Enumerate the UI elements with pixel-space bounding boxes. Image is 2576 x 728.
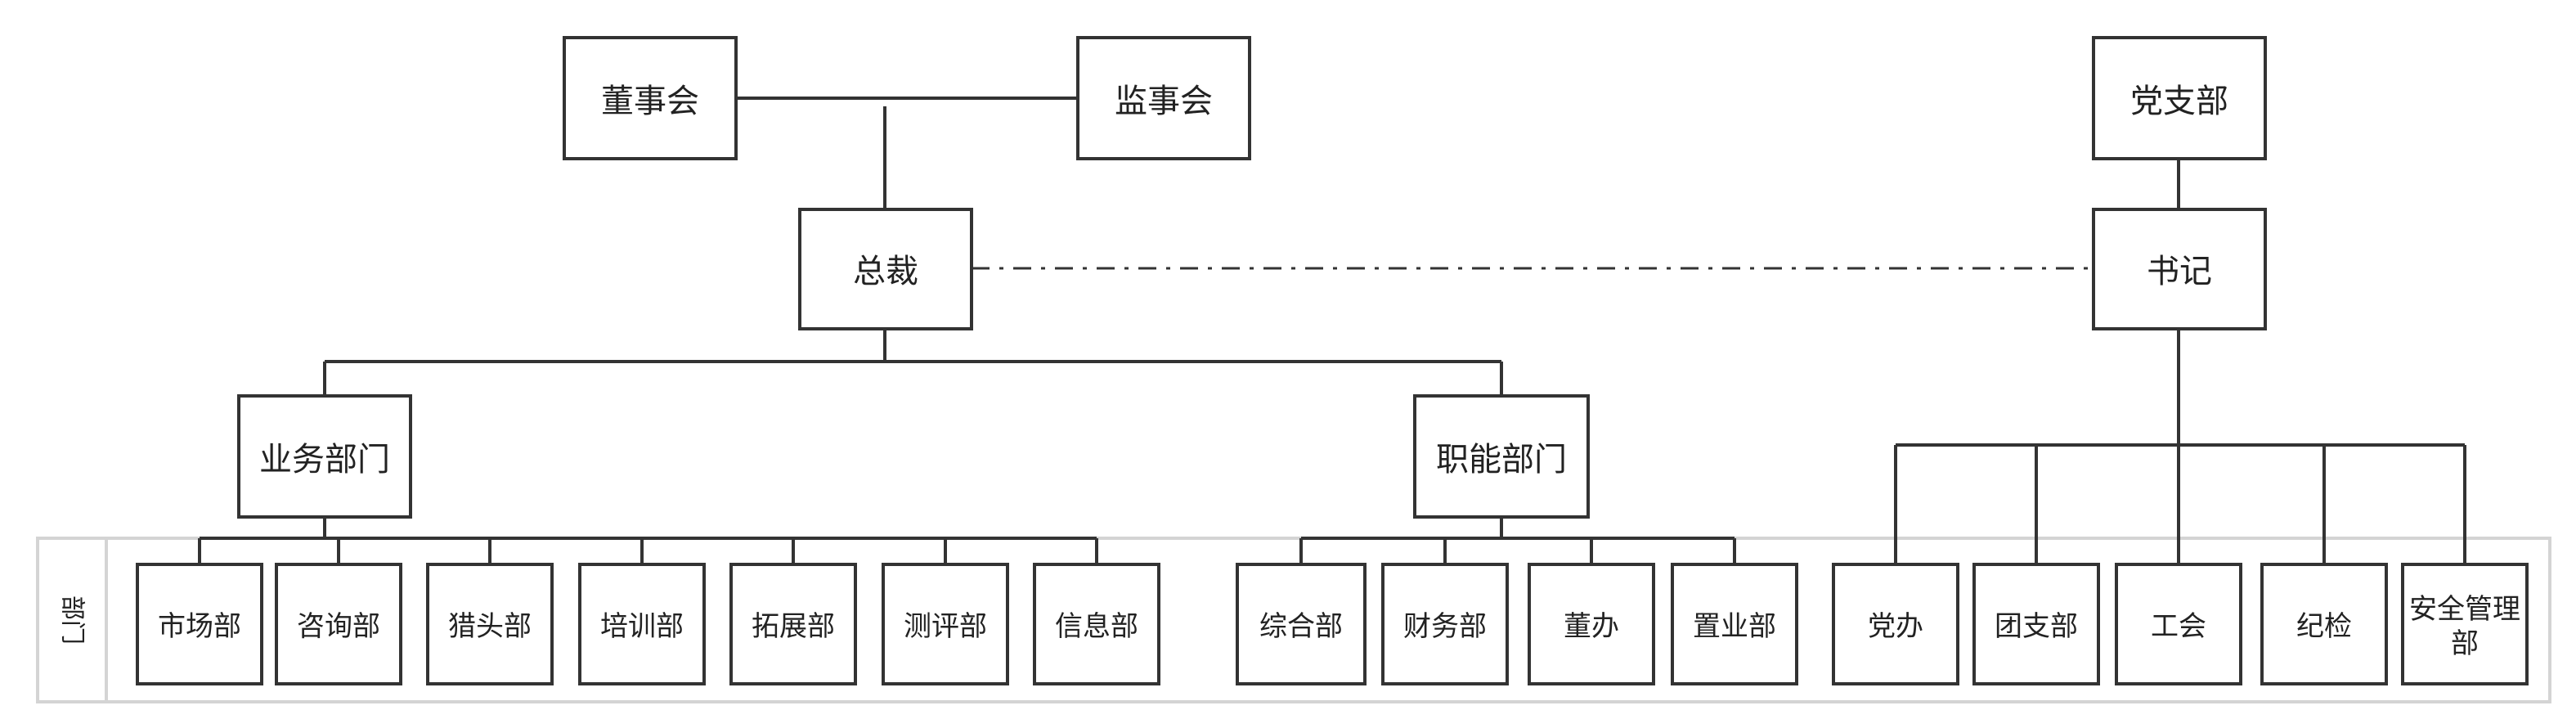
dept-label: 工会 <box>2151 610 2206 643</box>
dept-label: 综合部 <box>1259 610 1343 643</box>
dept-party-2: 团支部 <box>1972 563 2100 685</box>
dept-label-wrapped: 安全管理部 <box>2409 593 2520 660</box>
dept-functional-3: 董办 <box>1528 563 1655 685</box>
node-secretary: 书记 <box>2092 208 2267 330</box>
dept-label: 信息部 <box>1055 610 1138 643</box>
dept-label: 置业部 <box>1693 610 1776 643</box>
dept-business-6: 测评部 <box>882 563 1009 685</box>
dept-label: 团支部 <box>1995 610 2078 643</box>
dept-party-1: 党办 <box>1832 563 1959 685</box>
dept-label: 党办 <box>1868 610 1923 643</box>
node-supervisory-board: 监事会 <box>1076 36 1251 160</box>
node-label: 总裁 <box>853 253 918 290</box>
dept-label-line: 安全管理 <box>2409 593 2520 626</box>
dept-functional-2: 财务部 <box>1381 563 1509 685</box>
dept-business-4: 培训部 <box>578 563 706 685</box>
dept-label: 纪检 <box>2296 610 2352 643</box>
dept-party-5: 安全管理部 <box>2401 563 2529 685</box>
dept-label: 市场部 <box>158 610 241 643</box>
node-functional-depts: 职能部门 <box>1413 394 1590 519</box>
dept-business-5: 拓展部 <box>729 563 857 685</box>
dept-label: 咨询部 <box>297 610 380 643</box>
node-label: 监事会 <box>1115 83 1213 120</box>
node-label: 党支部 <box>2130 83 2228 120</box>
dept-label: 财务部 <box>1403 610 1487 643</box>
node-label: 业务部门 <box>259 441 390 479</box>
dept-functional-4: 置业部 <box>1671 563 1798 685</box>
lane-label: 部门 <box>58 595 87 645</box>
node-board: 董事会 <box>563 36 738 160</box>
node-business-depts: 业务部门 <box>237 394 412 519</box>
dept-label: 猎头部 <box>448 610 532 643</box>
dept-label: 董办 <box>1564 610 1619 643</box>
dept-party-3: 工会 <box>2115 563 2242 685</box>
dept-label: 培训部 <box>600 610 684 643</box>
dept-business-7: 信息部 <box>1033 563 1160 685</box>
dept-label: 测评部 <box>904 610 987 643</box>
dept-business-1: 市场部 <box>136 563 263 685</box>
dept-business-3: 猎头部 <box>426 563 554 685</box>
node-label: 职能部门 <box>1436 441 1567 479</box>
node-label: 董事会 <box>601 83 699 120</box>
node-label: 书记 <box>2147 253 2212 290</box>
node-party-branch: 党支部 <box>2092 36 2267 160</box>
dept-label-line: 部 <box>2451 627 2479 660</box>
dept-business-2: 咨询部 <box>275 563 402 685</box>
dept-label: 拓展部 <box>752 610 835 643</box>
node-president: 总裁 <box>798 208 973 330</box>
dept-party-4: 纪检 <box>2260 563 2388 685</box>
dept-functional-1: 综合部 <box>1236 563 1367 685</box>
